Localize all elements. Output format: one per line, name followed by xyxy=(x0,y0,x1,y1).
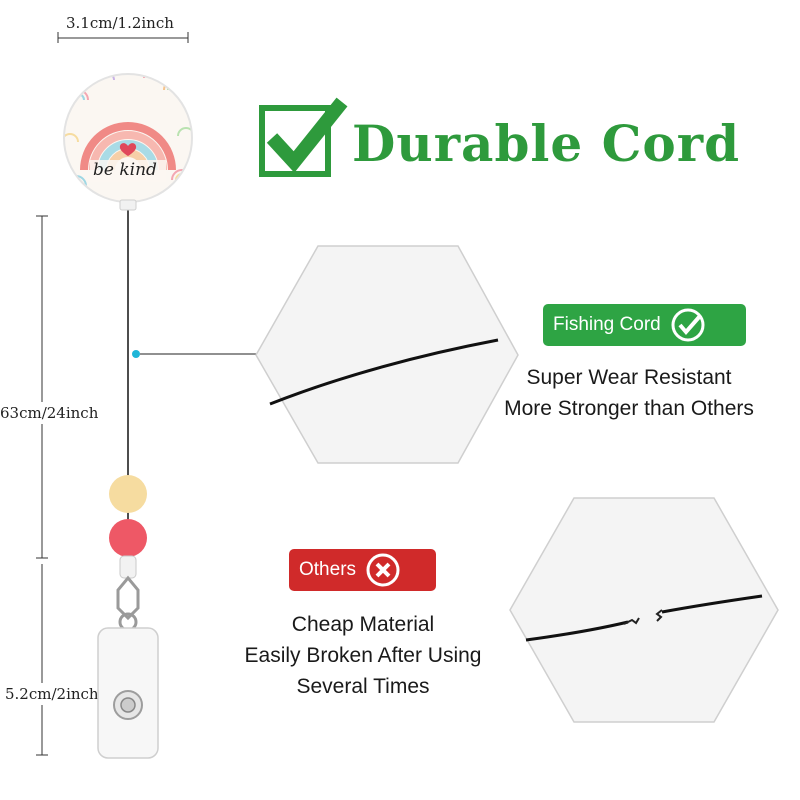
cord-pointer-line xyxy=(132,350,263,358)
others-line-1: Cheap Material xyxy=(291,613,435,636)
badge-width-dimension-line xyxy=(57,32,189,43)
others-line-2: Easily Broken After Using xyxy=(244,644,482,667)
others-line-3: Several Times xyxy=(296,675,430,698)
fishing-cord-line-2: More Stronger than Others xyxy=(504,397,754,420)
red-bead xyxy=(109,519,147,557)
circle-x-icon xyxy=(364,551,402,589)
circle-check-icon xyxy=(669,306,707,344)
fishing-cord-hexagon xyxy=(255,245,519,464)
clip-length-label: 5.2cm/2inch xyxy=(5,683,99,705)
others-badge: Others xyxy=(289,549,436,591)
fishing-cord-badge: Fishing Cord xyxy=(543,304,746,346)
badge-text: be kind xyxy=(93,160,157,180)
rainbow-badge-face xyxy=(64,74,192,202)
yellow-bead xyxy=(109,475,147,513)
headline: Durable Cord xyxy=(352,114,741,173)
others-label: Others xyxy=(299,559,357,580)
badge-reel-illustration xyxy=(63,73,193,759)
fishing-cord-line-1: Super Wear Resistant xyxy=(526,366,732,389)
broken-cord-hexagon xyxy=(509,497,779,723)
cord-length-dimension-line xyxy=(36,215,48,559)
others-description: Cheap Material Easily Broken After Using… xyxy=(228,609,498,702)
clip-length-dimension-line xyxy=(36,564,48,756)
fishing-cord-label: Fishing Cord xyxy=(553,314,661,335)
badge-width-label: 3.1cm/1.2inch xyxy=(66,14,174,32)
cord-length-label: 63cm/24inch xyxy=(0,402,99,424)
fishing-cord-description: Super Wear Resistant More Stronger than … xyxy=(494,362,764,424)
checkbox-check-icon xyxy=(259,97,348,177)
